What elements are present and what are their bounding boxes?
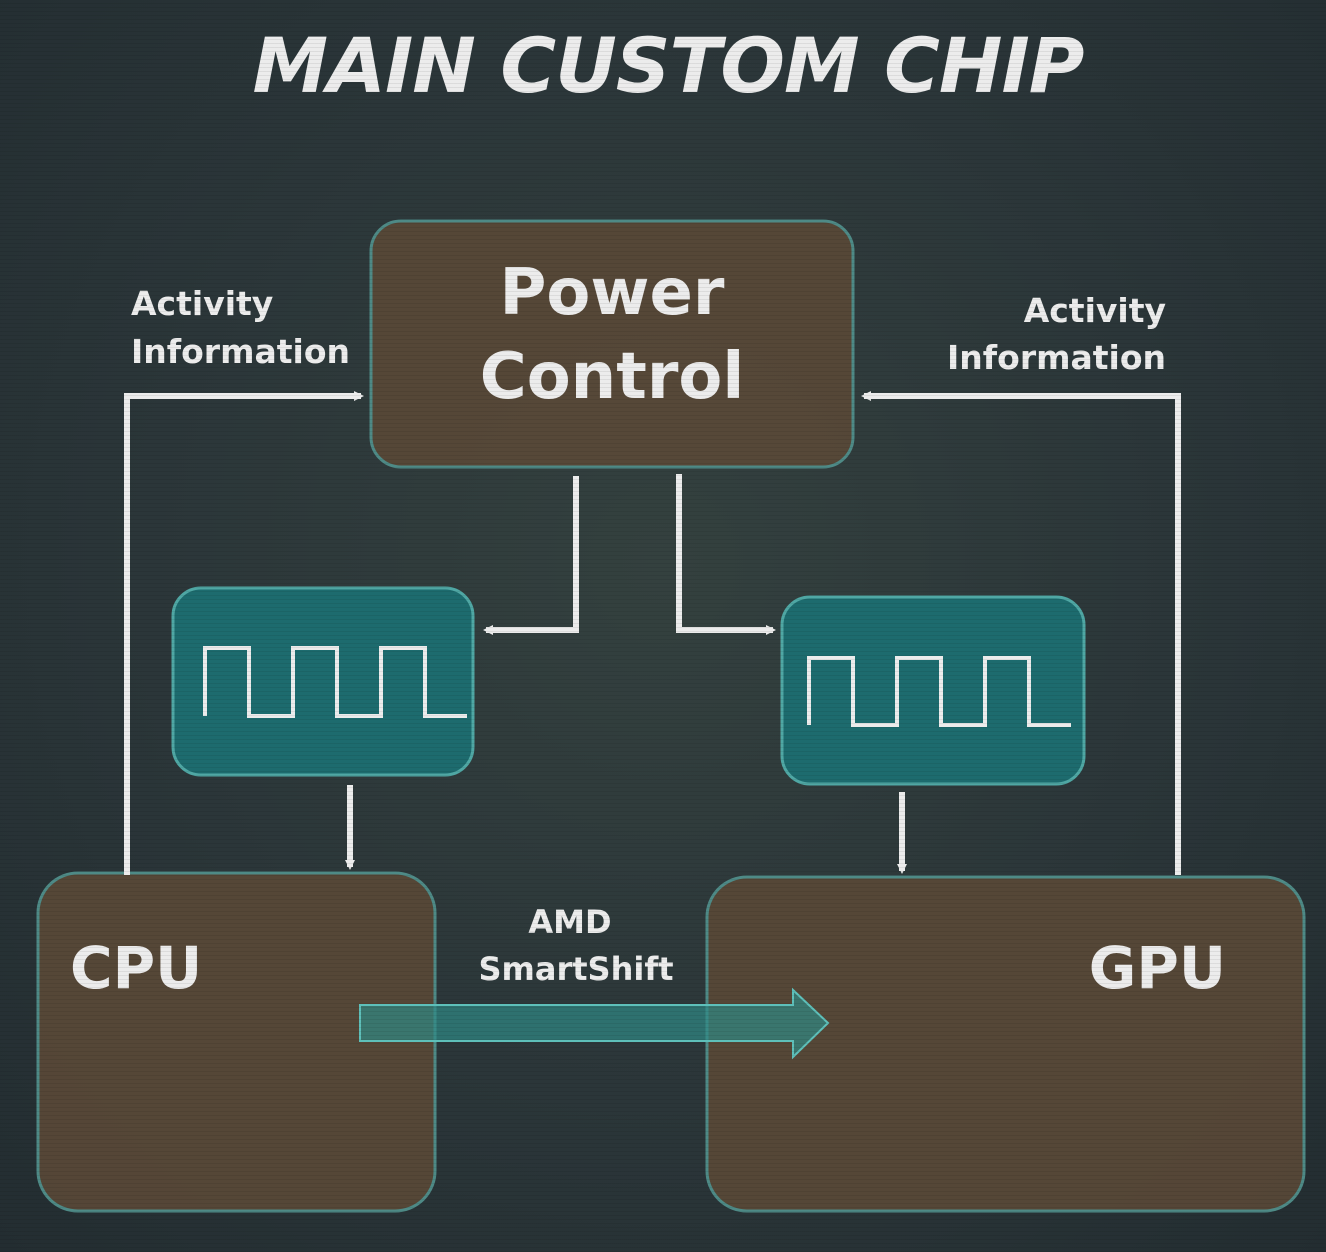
power-to-cpu-clock-arrow (483, 476, 579, 635)
cpu-label: CPU (70, 934, 202, 1002)
power-control-label-line2: Control (480, 340, 745, 414)
diagram-title: MAIN CUSTOM CHIP (253, 21, 1084, 110)
power-to-gpu-clock-arrow (676, 474, 776, 635)
power-control-block: Power Control (369, 219, 855, 469)
gpu-activity-feedback-arrow (861, 391, 1181, 875)
right-feedback-label-line1: Activity (1024, 291, 1166, 330)
power-control-label-line1: Power (500, 256, 725, 330)
gpu-clock-block (780, 595, 1086, 786)
right-feedback-label-line2: Information (947, 338, 1166, 377)
cpu-clock-block (171, 586, 475, 777)
smartshift-power-shift-arrow (359, 987, 830, 1060)
square-wave-icon (203, 646, 467, 718)
smartshift-label-line1: AMD (528, 903, 611, 941)
gpu-block: GPU (705, 875, 1306, 1213)
gpu-label: GPU (1089, 934, 1226, 1002)
left-feedback-label-line2: Information (131, 332, 350, 371)
cpu-activity-feedback-arrow (124, 391, 364, 875)
left-feedback-label-line1: Activity (131, 284, 273, 323)
smartshift-label-line2: SmartShift (478, 950, 673, 988)
square-wave-icon (807, 656, 1071, 727)
